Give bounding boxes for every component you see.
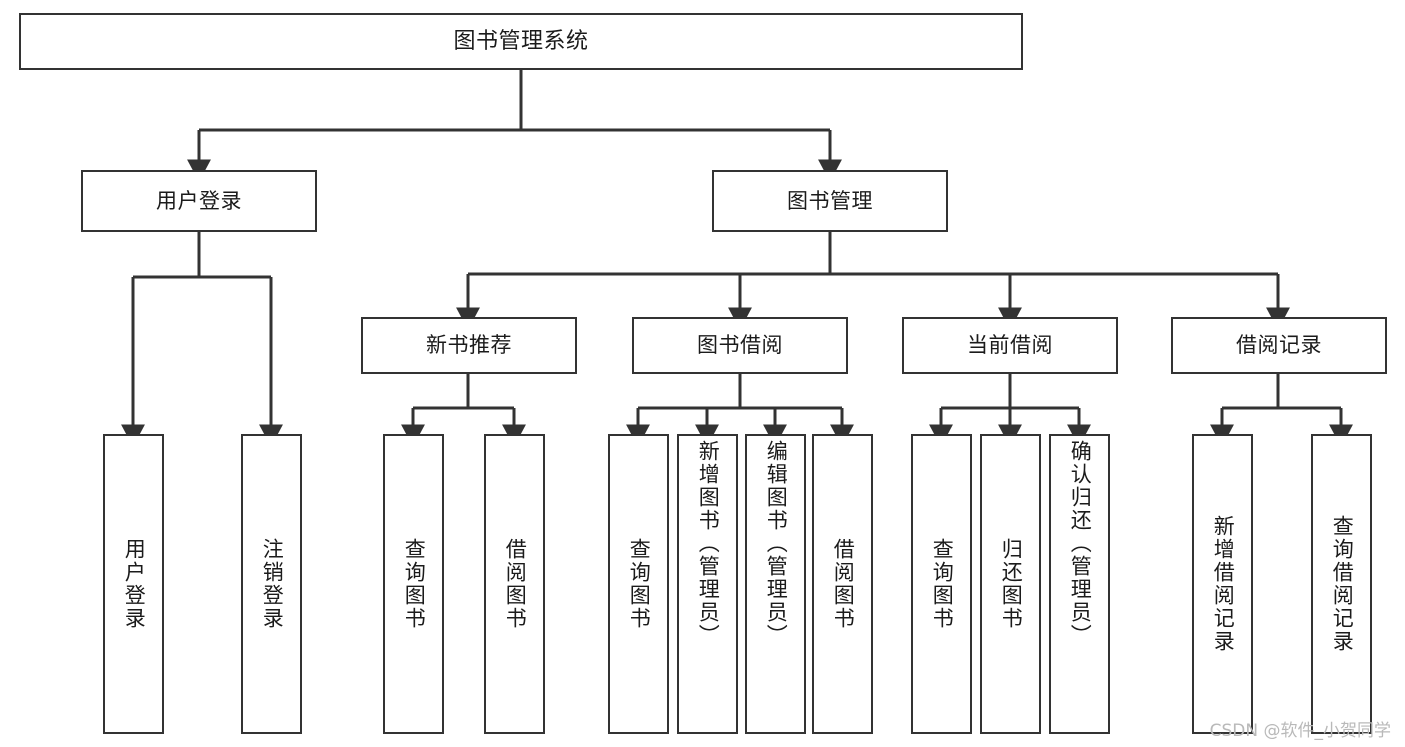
node-label: 查询图书 bbox=[627, 538, 652, 630]
node-label: 注销登录 bbox=[260, 538, 285, 630]
leaf-book-borrow-borrow[interactable]: 借阅图书 bbox=[812, 434, 873, 734]
node-new-book-recommend[interactable]: 新书推荐 bbox=[361, 317, 577, 374]
node-label: 查询图书 bbox=[402, 538, 427, 630]
node-label: 图书借阅 bbox=[697, 333, 783, 358]
leaf-current-borrow-return[interactable]: 归还图书 bbox=[980, 434, 1041, 734]
node-label: 确认归还（管理员） bbox=[1068, 440, 1093, 647]
leaf-new-book-borrow[interactable]: 借阅图书 bbox=[484, 434, 545, 734]
node-label: 用户登录 bbox=[122, 538, 147, 630]
node-label: 图书管理系统 bbox=[453, 28, 589, 54]
leaf-user-login-signin[interactable]: 用户登录 bbox=[103, 434, 164, 734]
node-label: 新书推荐 bbox=[426, 333, 512, 358]
node-borrow-record[interactable]: 借阅记录 bbox=[1171, 317, 1387, 374]
node-label: 用户登录 bbox=[156, 188, 242, 213]
node-label: 查询借阅记录 bbox=[1330, 515, 1355, 653]
node-label: 归还图书 bbox=[999, 538, 1024, 630]
leaf-new-book-query[interactable]: 查询图书 bbox=[383, 434, 444, 734]
node-label: 编辑图书（管理员） bbox=[764, 440, 789, 647]
node-book-management[interactable]: 图书管理 bbox=[712, 170, 948, 232]
node-root-system[interactable]: 图书管理系统 bbox=[19, 13, 1023, 70]
leaf-book-borrow-add[interactable]: 新增图书（管理员） bbox=[677, 434, 738, 734]
node-label: 新增图书（管理员） bbox=[696, 440, 721, 647]
node-label: 借阅记录 bbox=[1236, 333, 1322, 358]
node-label: 当前借阅 bbox=[967, 333, 1053, 358]
leaf-book-borrow-query[interactable]: 查询图书 bbox=[608, 434, 669, 734]
leaf-current-borrow-confirm-return[interactable]: 确认归还（管理员） bbox=[1049, 434, 1110, 734]
leaf-borrow-record-query[interactable]: 查询借阅记录 bbox=[1311, 434, 1372, 734]
leaf-book-borrow-edit[interactable]: 编辑图书（管理员） bbox=[745, 434, 806, 734]
leaf-current-borrow-query[interactable]: 查询图书 bbox=[911, 434, 972, 734]
node-book-borrow[interactable]: 图书借阅 bbox=[632, 317, 848, 374]
node-label: 借阅图书 bbox=[503, 538, 528, 630]
node-label: 借阅图书 bbox=[831, 538, 856, 630]
watermark-credit: CSDN @软件_小贺同学 bbox=[1209, 721, 1391, 741]
leaf-borrow-record-add[interactable]: 新增借阅记录 bbox=[1192, 434, 1253, 734]
node-label: 图书管理 bbox=[787, 188, 873, 213]
node-label: 新增借阅记录 bbox=[1211, 515, 1236, 653]
leaf-user-login-signout[interactable]: 注销登录 bbox=[241, 434, 302, 734]
node-current-borrow[interactable]: 当前借阅 bbox=[902, 317, 1118, 374]
node-label: 查询图书 bbox=[930, 538, 955, 630]
node-user-login[interactable]: 用户登录 bbox=[81, 170, 317, 232]
